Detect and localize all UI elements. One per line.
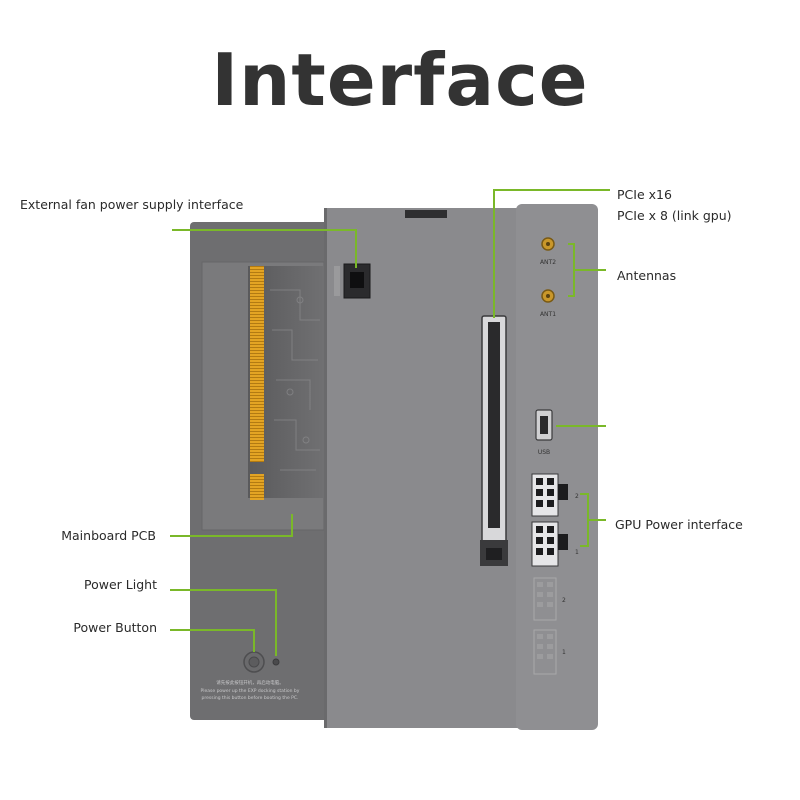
gpu-power-label: GPU Power interface (615, 517, 743, 532)
gpu-port-1-label: 1 (575, 549, 579, 556)
power-light-label: Power Light (84, 577, 157, 592)
gpu-power-connector-2 (531, 473, 559, 517)
instruction-cn: 请先按此按钮开机，再启动电脑。 (216, 679, 284, 686)
right-chassis: ANT2 ANT1 USB 2 1 2 (516, 204, 598, 730)
pcie-x8-label: PCIe x 8 (link gpu) (617, 208, 732, 223)
page-title: Interface (211, 38, 589, 122)
ant1-label: ANT1 (540, 311, 556, 318)
ant2-label: ANT2 (540, 259, 556, 266)
pcie-x16-label: PCIe x16 (617, 187, 672, 202)
gpu-port-2-label: 2 (575, 493, 579, 500)
callout-lines (170, 189, 610, 656)
power-button-callout-line (170, 629, 255, 652)
pcie-callout-line (493, 189, 610, 318)
lower-port-1-label: 1 (562, 649, 566, 656)
pcb-gold-fingers-upper (250, 266, 264, 462)
power-button-label: Power Button (73, 620, 157, 635)
pcb-callout-line (170, 514, 293, 537)
gpu-power-connector-1 (531, 521, 559, 567)
mainboard-pcb-label: Mainboard PCB (61, 528, 156, 543)
lower-port-2-label: 2 (562, 597, 566, 604)
pcb-gold-fingers-lower (250, 474, 264, 500)
antennas-label: Antennas (617, 268, 677, 283)
middle-chassis (324, 208, 520, 728)
external-fan-label: External fan power supply interface (20, 197, 244, 212)
usb-label: USB (538, 449, 550, 456)
power-light-callout-line (170, 589, 277, 656)
instruction-en-1: Please power up the EXP docking station … (201, 688, 300, 694)
power-light (272, 658, 280, 666)
instruction-en-2: pressing this button before booting the … (202, 695, 299, 701)
fan-callout-line (172, 229, 357, 268)
left-chassis: 请先按此按钮开机，再启动电脑。 Please power up the EXP … (190, 222, 330, 720)
